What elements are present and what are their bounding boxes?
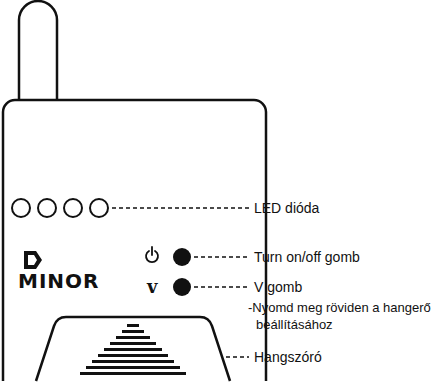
led-circles [12, 199, 108, 217]
part-label: LED dióda [254, 200, 319, 217]
power-symbol [146, 247, 158, 262]
antenna [19, 1, 57, 100]
part-label: Turn on/off gomb [254, 249, 360, 266]
housing [3, 100, 266, 381]
speaker-grille [80, 324, 186, 375]
part-label: V gomb [254, 279, 302, 296]
note-text: -Nyomd meg röviden a hangerő beállításáh… [248, 300, 444, 334]
part-label: Hangszóró [254, 349, 322, 366]
speaker-outline [36, 317, 230, 381]
v-button [173, 278, 191, 296]
logo-mark [24, 251, 42, 269]
brand-name: MINOR [18, 269, 99, 293]
power-button [173, 248, 191, 266]
button-symbol: v [147, 276, 157, 298]
